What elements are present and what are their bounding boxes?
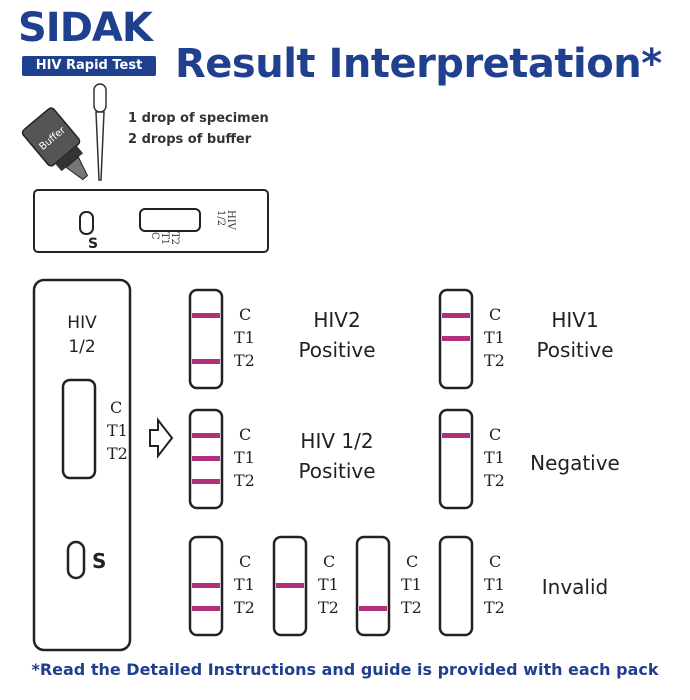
test-line-t2 bbox=[359, 606, 387, 611]
test-line-t1 bbox=[276, 583, 304, 588]
strip-line-label: T2 bbox=[234, 471, 255, 490]
test-line-t1 bbox=[192, 583, 220, 588]
strip-line-label: T2 bbox=[484, 598, 505, 617]
strip-line-label: T1 bbox=[234, 448, 255, 467]
page-title: Result Interpretation* bbox=[175, 41, 662, 87]
strip-line-label: T2 bbox=[401, 598, 422, 617]
buffer-bottle-icon: Buffer bbox=[21, 107, 89, 181]
strip-line-label: T1 bbox=[318, 575, 339, 594]
svg-text:T1: T1 bbox=[107, 421, 128, 440]
strip-line-label: T1 bbox=[484, 328, 505, 347]
instruction-buffer: 2 drops of buffer bbox=[128, 132, 252, 147]
strip-line-label: C bbox=[489, 305, 501, 324]
svg-text:C: C bbox=[110, 398, 122, 417]
svg-text:HIV: HIV bbox=[225, 210, 236, 231]
test-line-c bbox=[192, 313, 220, 318]
horizontal-test-cassette: S C T1 T2 HIV 1/2 bbox=[33, 189, 269, 253]
arrow-right-icon bbox=[149, 417, 174, 459]
strip-window bbox=[438, 408, 474, 510]
test-line-c bbox=[192, 433, 220, 438]
test-line-c bbox=[442, 313, 470, 318]
result-label-invalid: Invalid bbox=[541, 575, 609, 599]
strip-line-label: T1 bbox=[234, 328, 255, 347]
strip-line-label: C bbox=[239, 425, 251, 444]
strip-line-label: C bbox=[239, 305, 251, 324]
strip-line-label: C bbox=[489, 425, 501, 444]
strip-line-label: T2 bbox=[484, 351, 505, 370]
svg-text:1/2: 1/2 bbox=[68, 337, 95, 357]
svg-text:HIV: HIV bbox=[67, 313, 97, 333]
footer-note: *Read the Detailed Instructions and guid… bbox=[31, 660, 659, 679]
svg-text:1/2: 1/2 bbox=[215, 210, 226, 226]
strip-line-label: C bbox=[489, 552, 501, 571]
strip-line-label: T1 bbox=[484, 448, 505, 467]
vertical-test-cassette: HIV 1/2 C T1 T2 S bbox=[32, 278, 132, 652]
strip-line-label: T2 bbox=[318, 598, 339, 617]
test-line-t2 bbox=[192, 359, 220, 364]
test-line-t2 bbox=[192, 606, 220, 611]
brand-logo: SIDAK bbox=[18, 5, 153, 51]
test-line-t2 bbox=[192, 479, 220, 484]
strip-line-label: T1 bbox=[234, 575, 255, 594]
strip-line-label: T1 bbox=[401, 575, 422, 594]
strip-line-label: T2 bbox=[234, 351, 255, 370]
svg-text:T2: T2 bbox=[169, 232, 180, 245]
svg-text:S: S bbox=[92, 549, 106, 573]
svg-text:T2: T2 bbox=[107, 444, 128, 463]
svg-text:T1: T1 bbox=[159, 232, 170, 245]
strip-window bbox=[188, 288, 224, 390]
strip-line-label: T2 bbox=[484, 471, 505, 490]
test-line-c bbox=[442, 433, 470, 438]
brand-tagline: HIV Rapid Test bbox=[22, 56, 156, 76]
svg-text:C: C bbox=[149, 232, 160, 240]
test-line-t1 bbox=[442, 336, 470, 341]
strip-line-label: C bbox=[323, 552, 335, 571]
svg-text:S: S bbox=[88, 236, 98, 252]
strip-line-label: C bbox=[239, 552, 251, 571]
strip-window bbox=[355, 535, 391, 637]
strip-line-label: T1 bbox=[484, 575, 505, 594]
strip-line-label: T2 bbox=[234, 598, 255, 617]
pipette-icon bbox=[93, 83, 107, 181]
test-line-t1 bbox=[192, 456, 220, 461]
result-label-negative: Negative bbox=[530, 451, 620, 475]
strip-window bbox=[438, 535, 474, 637]
instruction-specimen: 1 drop of specimen bbox=[128, 111, 269, 126]
strip-line-label: C bbox=[406, 552, 418, 571]
